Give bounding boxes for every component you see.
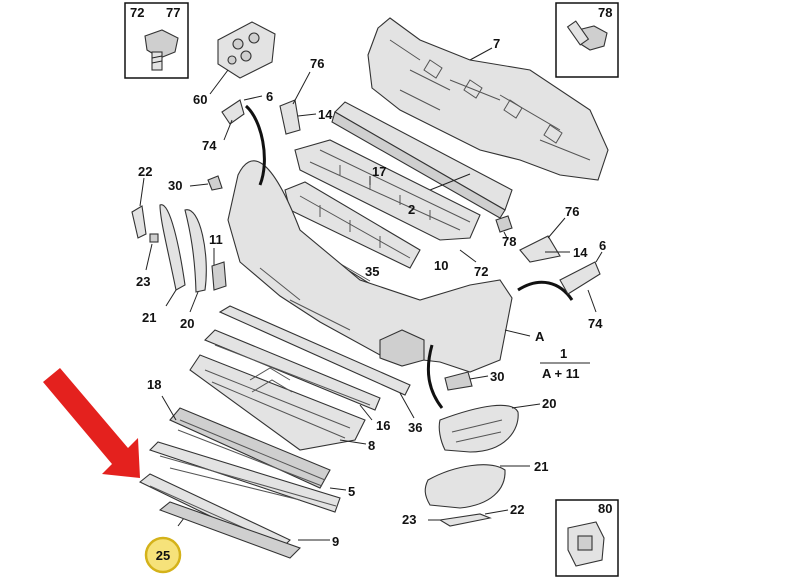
part-30-cap-right (444, 371, 489, 391)
callout-30: 30 (168, 178, 182, 193)
part-72-fastener (459, 249, 477, 263)
part-7-upper-carrier (367, 17, 609, 181)
callout-36: 36 (408, 420, 422, 435)
screw-icon (566, 20, 608, 51)
callout-18: 18 (147, 377, 161, 392)
callout-10: 10 (434, 258, 448, 273)
callout-25: 25 (156, 548, 170, 563)
callout-77: 77 (166, 5, 180, 20)
callout-35: 35 (365, 264, 379, 279)
callout-21: 21 (142, 310, 156, 325)
callout-6: 6 (266, 89, 273, 104)
callout-60: 60 (193, 92, 207, 107)
part-11-strip (211, 248, 227, 291)
callout-6-right: 6 (599, 238, 606, 253)
part-60-connector (209, 21, 276, 95)
callout-2: 2 (408, 202, 415, 217)
part-8-chevron-grille (189, 354, 367, 451)
part-6-bracket-right (559, 251, 603, 313)
callout-74: 74 (202, 138, 217, 153)
part-2-bumper-beam (331, 101, 513, 219)
callout-78-right: 78 (502, 234, 516, 249)
fastener-box-top-right: 78 (555, 2, 619, 78)
callout-76: 76 (310, 56, 324, 71)
callout-72: 72 (130, 5, 144, 20)
part-16-upper-grille (204, 329, 381, 421)
callout-16: 16 (376, 418, 390, 433)
part-a-bumper-cover (227, 160, 531, 373)
callout-30-right: 30 (490, 369, 504, 384)
callout-11: 11 (209, 232, 223, 247)
callout-a-plus-11: A + 11 (542, 366, 579, 381)
part-78-screw-right (495, 215, 513, 241)
callout-labels: 60 6 76 14 74 7 22 30 17 2 76 78 14 6 11… (136, 36, 606, 549)
screw-icon (144, 29, 179, 71)
callout-20-right: 20 (542, 396, 556, 411)
part-18-grille-mesh (161, 395, 331, 489)
fastener-box-top-left: 72 77 (124, 2, 189, 79)
callout-17: 17 (372, 164, 386, 179)
callout-7: 7 (493, 36, 500, 51)
part-20-fog-bezel-left (184, 209, 207, 313)
clip-nut-icon (567, 521, 605, 567)
wiring-left (244, 104, 266, 186)
part-6-bracket-left (243, 95, 263, 101)
callout-1: 1 (560, 346, 567, 361)
part-9-lower-grille (158, 501, 330, 559)
part-20-fog-bezel-right (438, 403, 541, 453)
callout-72: 72 (474, 264, 488, 279)
part-17-absorber (294, 139, 481, 241)
callout-74-right: 74 (588, 316, 603, 331)
clip-box-bottom-right: 80 (555, 499, 619, 577)
part-74-bracket-left (221, 99, 245, 141)
part-21-fog-trim-right (424, 464, 530, 509)
callout-76-right: 76 (565, 204, 579, 219)
callout-14-right: 14 (573, 245, 588, 260)
callout-22-right: 22 (510, 502, 524, 517)
part-21-fog-trim-left (159, 204, 186, 307)
part-23-clip-left (145, 233, 159, 271)
callout-14: 14 (318, 107, 333, 122)
callout-78: 78 (598, 5, 612, 20)
red-pointer-arrow-icon (43, 368, 140, 478)
callout-a: A (535, 329, 545, 344)
callout-21-right: 21 (534, 459, 548, 474)
wiring-lower (426, 344, 444, 409)
callout-22: 22 (138, 164, 152, 179)
callout-20: 20 (180, 316, 194, 331)
part-36-chrome-strip (218, 305, 415, 419)
callout-23-right: 23 (402, 512, 416, 527)
part-22-bracket-left (131, 177, 147, 239)
highlighted-callout-25[interactable]: 25 (144, 536, 182, 574)
wiring-right (517, 280, 574, 301)
part-76-bracket-right (519, 217, 570, 263)
part-5-grille-frame (148, 441, 347, 513)
part-76-bracket-left (279, 71, 317, 135)
part-30-cap-left (189, 175, 223, 191)
callout-8: 8 (368, 438, 375, 453)
callout-5: 5 (348, 484, 355, 499)
callout-23: 23 (136, 274, 150, 289)
callout-9: 9 (332, 534, 339, 549)
part-22-23-strip-right (428, 509, 509, 527)
callout-80: 80 (598, 501, 612, 516)
